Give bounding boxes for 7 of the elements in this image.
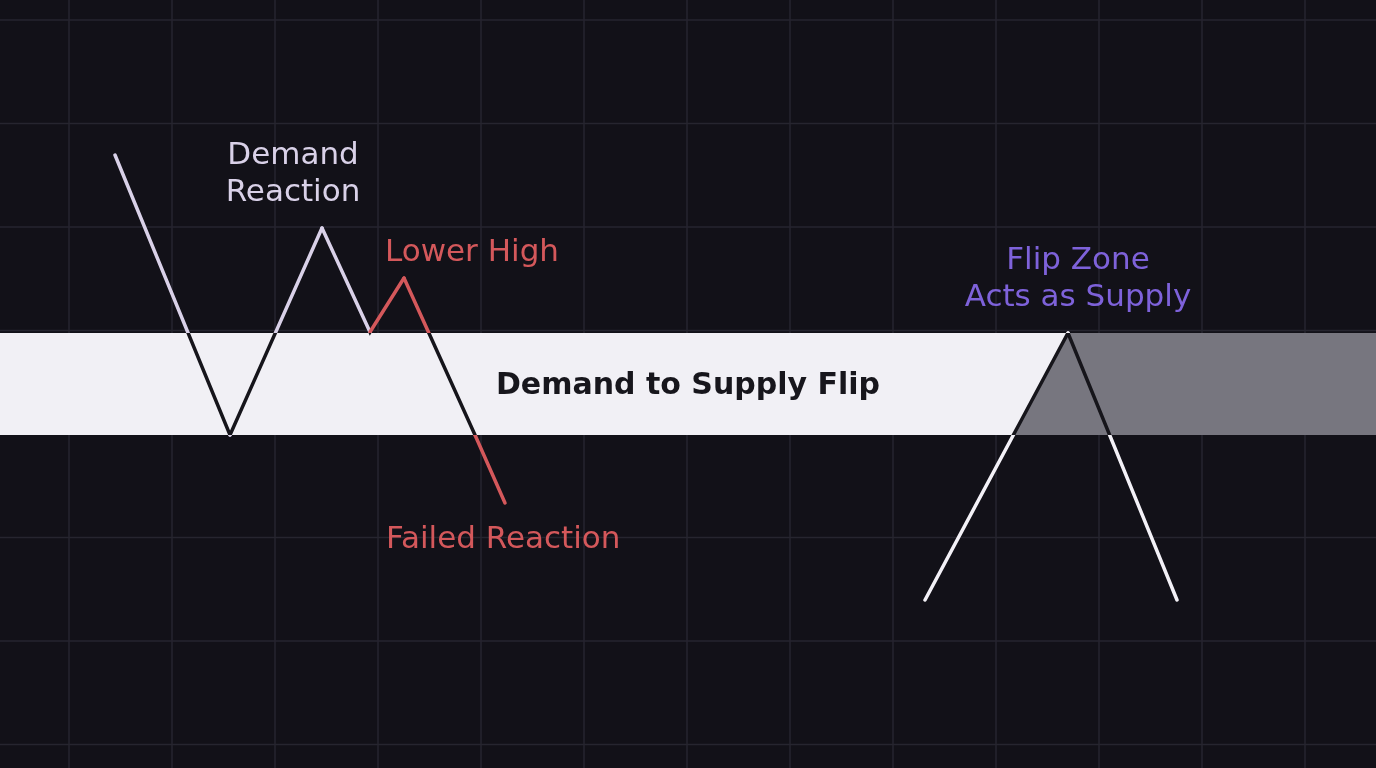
zone-band: [0, 333, 1376, 435]
annotation-label: Flip Zone Acts as Supply: [964, 239, 1192, 314]
annotation-label: Lower High: [385, 231, 559, 269]
shaded-zone: [1013, 333, 1376, 435]
annotation-label: Demand Reaction: [225, 134, 361, 209]
zone-title: Demand to Supply Flip: [495, 366, 881, 402]
annotation-label: Failed Reaction: [386, 518, 621, 556]
